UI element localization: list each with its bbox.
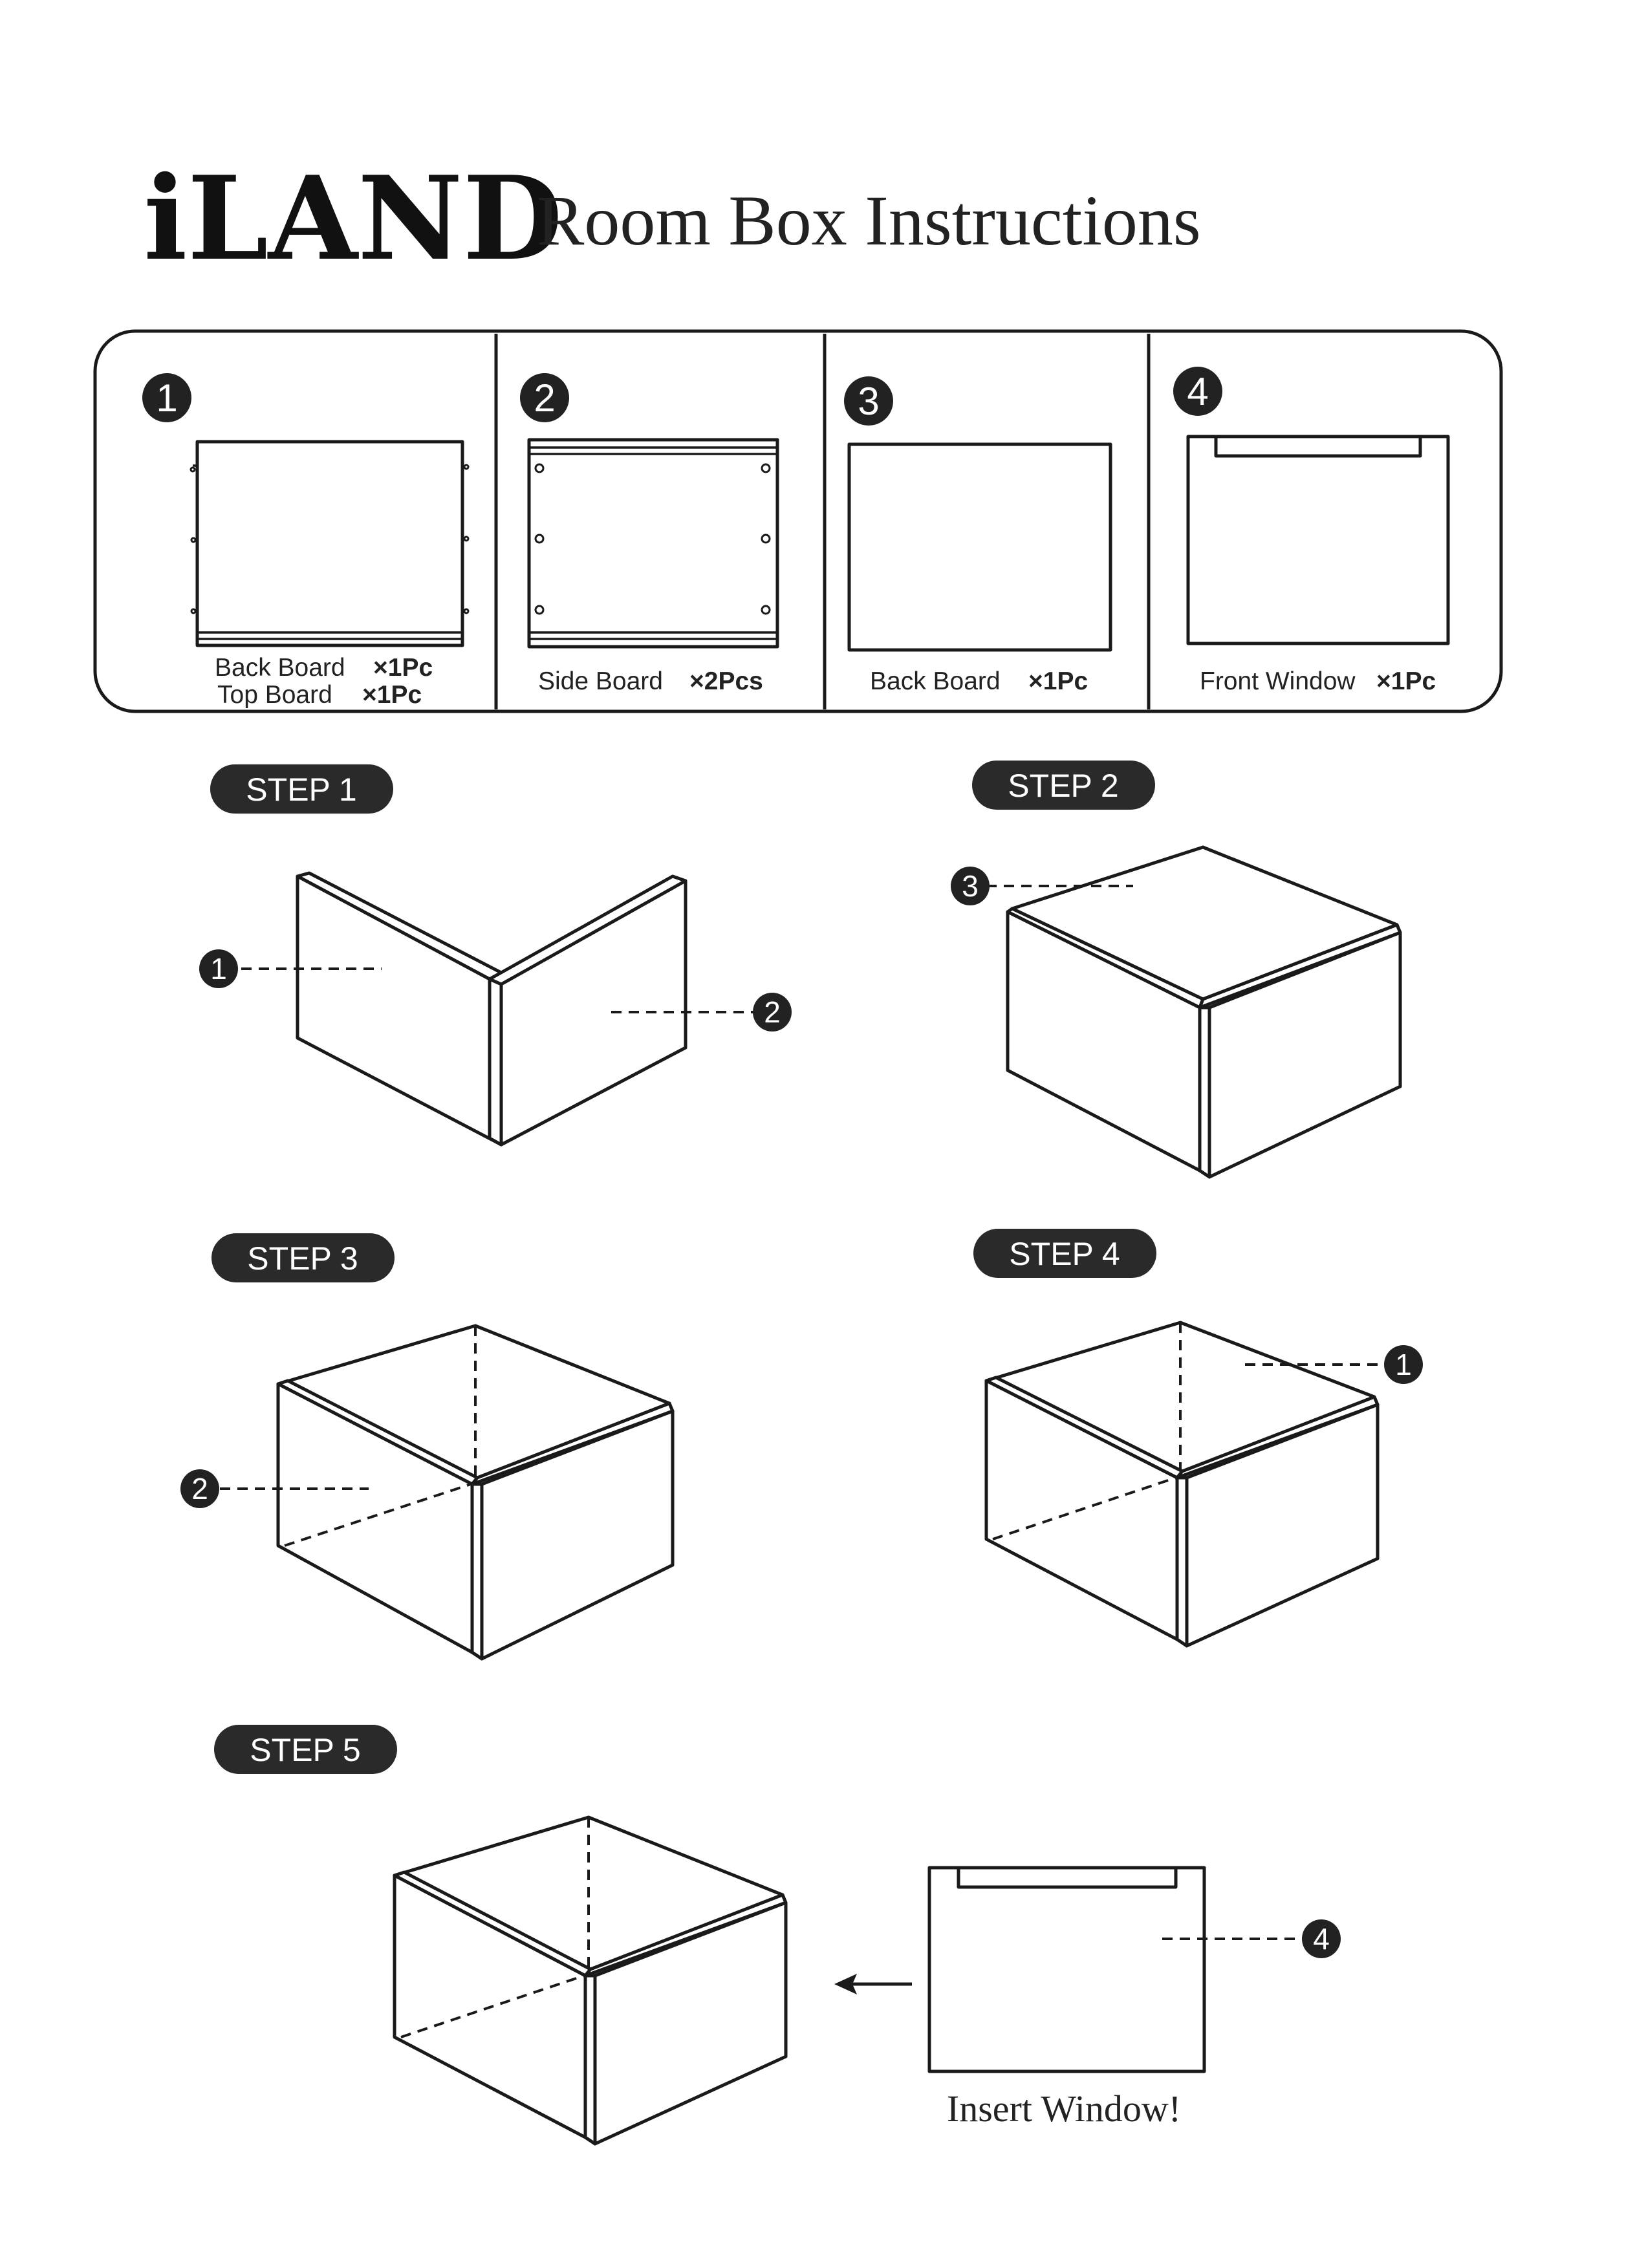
part-1-cell: 1 Back Board ×1Pc Top Board ×1Pc: [142, 373, 470, 709]
part-name: Back Board: [870, 667, 1001, 695]
header: iLAND Room Box Instructions: [144, 151, 1201, 286]
callout-badge: [199, 949, 238, 988]
part-number-badge: [844, 376, 893, 426]
callout-number: 1: [1395, 1348, 1412, 1381]
step-3: STEP 3 2: [180, 1233, 675, 1661]
front-window-illustration: [927, 1866, 1306, 2073]
parts-table: 1 Back Board ×1Pc Top Board ×1Pc 2: [93, 329, 1503, 713]
back-board-illustration: [189, 440, 470, 647]
part-number: 3: [858, 380, 879, 423]
callout-badge: [753, 993, 792, 1031]
part-number: 1: [156, 376, 177, 420]
part-number-badge: [520, 373, 569, 422]
step-5: STEP 5 4 Insert Window!: [214, 1725, 1341, 2146]
part-qty: ×1Pc: [1376, 667, 1436, 695]
part-3-cell: 3 Back Board ×1Pc: [844, 376, 1112, 695]
step-2-illustration: [986, 845, 1402, 1179]
callout-badge: [180, 1469, 219, 1508]
step-1: STEP 1 1 2: [199, 764, 792, 1147]
step-4-illustration: [984, 1321, 1384, 1648]
part-qty: ×1Pc: [362, 681, 422, 709]
callout-number: 1: [210, 952, 227, 986]
step-label-pill: [210, 764, 393, 814]
part-name: Front Window: [1200, 667, 1356, 695]
front-window-illustration: [1186, 435, 1450, 645]
step-3-illustration: [220, 1324, 675, 1661]
step-label: STEP 2: [1008, 768, 1118, 804]
page-title: Room Box Instructions: [537, 181, 1201, 260]
callout-badge: [1302, 1919, 1341, 1958]
step-4: STEP 4 1: [973, 1229, 1423, 1648]
insert-window-note: Insert Window!: [947, 2088, 1181, 2130]
callout-number: 2: [764, 995, 781, 1029]
callout-badge: [951, 867, 990, 905]
step-label: STEP 1: [246, 772, 356, 808]
brand-logo: iLAND: [144, 151, 563, 286]
step-label-pill: [214, 1725, 397, 1774]
step-label-pill: [972, 761, 1155, 810]
part-number-badge: [142, 373, 191, 422]
part-number: 4: [1187, 370, 1208, 413]
step-label-pill: [973, 1229, 1156, 1278]
side-board-illustration: [527, 438, 779, 649]
callout-number: 2: [191, 1472, 208, 1506]
part-2-cell: 2 Side Board ×2Pcs: [520, 373, 779, 695]
part-name: Back Board: [215, 654, 345, 682]
part-qty: ×1Pc: [373, 654, 433, 682]
part-number-badge: [1173, 367, 1222, 416]
callout-number: 4: [1313, 1922, 1330, 1956]
insert-arrow: [834, 1974, 912, 1994]
step-2: STEP 2 3: [951, 761, 1402, 1179]
step-label: STEP 3: [247, 1240, 358, 1277]
step-5-box-illustration: [393, 1815, 788, 2146]
step-label: STEP 4: [1009, 1236, 1120, 1272]
part-name: Side Board: [538, 667, 663, 695]
step-label: STEP 5: [250, 1732, 360, 1768]
part-4-cell: 4 Front Window ×1Pc: [1173, 367, 1450, 695]
parts-table-frame: [93, 329, 1503, 713]
part-qty: ×2Pcs: [689, 667, 763, 695]
step-1-illustration: [241, 871, 757, 1147]
part-name: Top Board: [217, 681, 332, 709]
callout-badge: [1384, 1345, 1423, 1384]
step-label-pill: [211, 1233, 395, 1282]
callout-number: 3: [962, 869, 979, 903]
part-number: 2: [534, 376, 555, 420]
part-qty: ×1Pc: [1028, 667, 1088, 695]
back-board-illustration: [847, 442, 1112, 652]
